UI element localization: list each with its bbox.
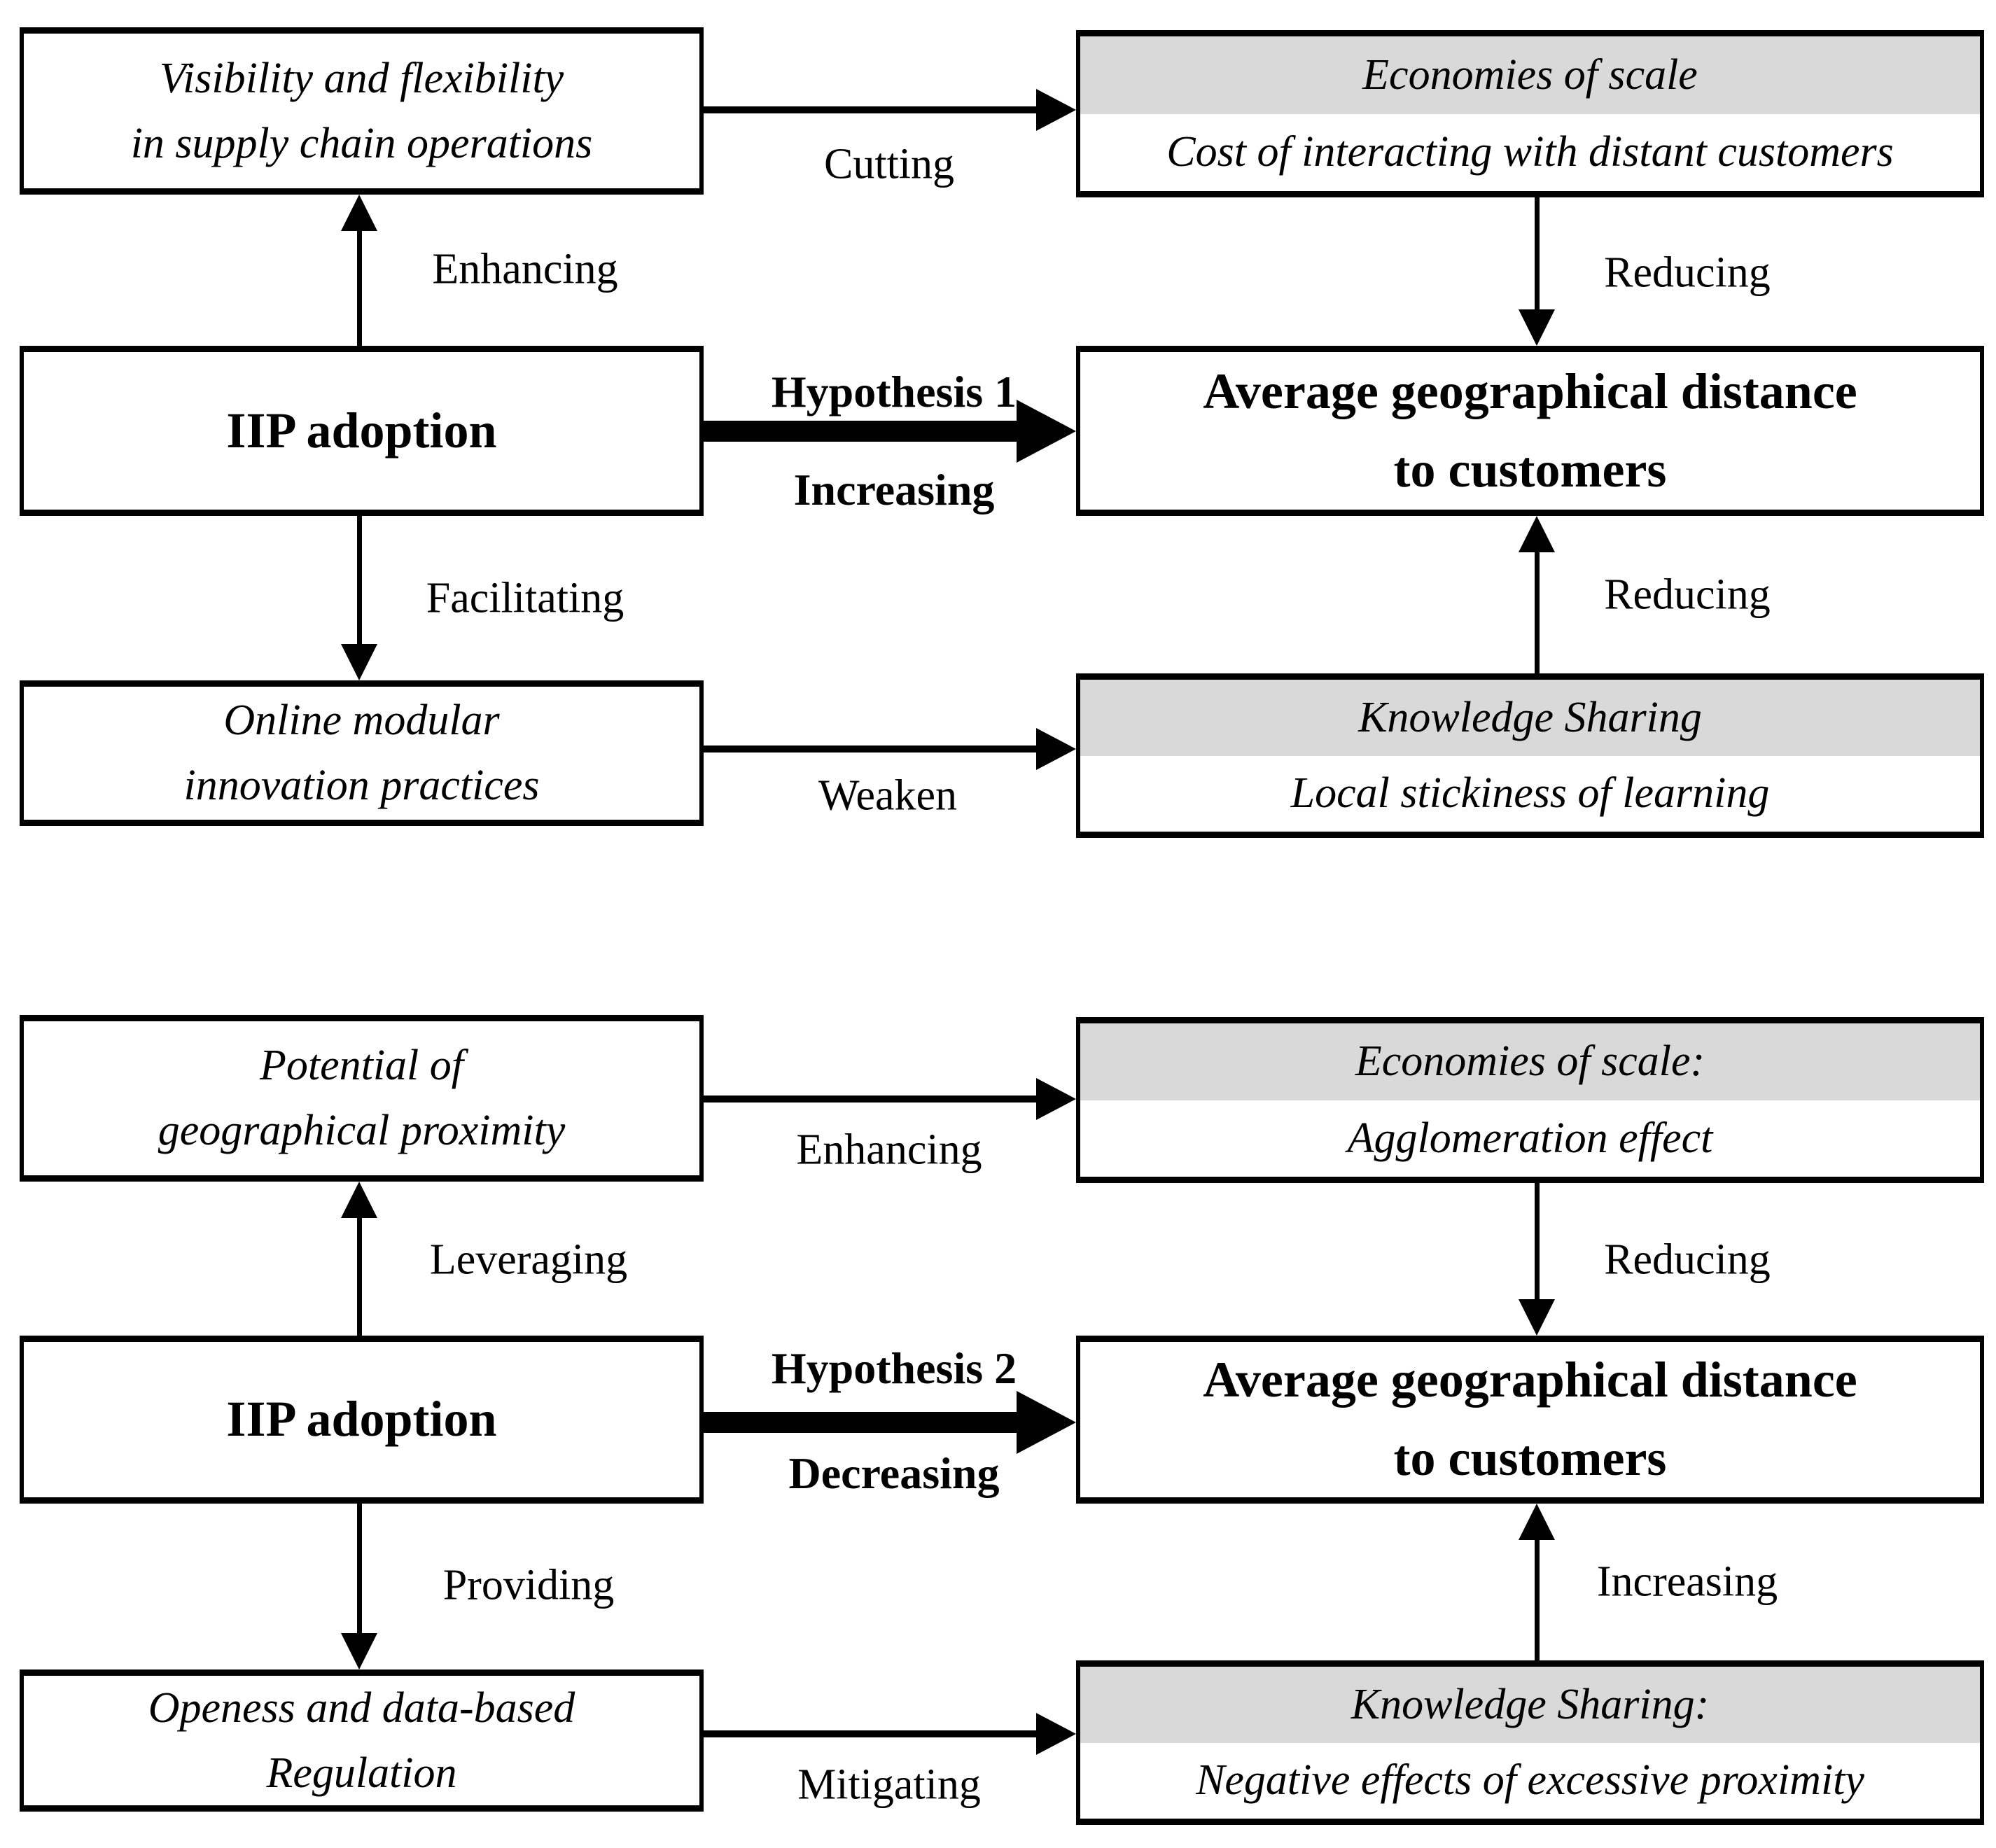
avg-distance-line2-h2: to customers — [1393, 1430, 1667, 1486]
avg-distance-line1-h1: Average geographical distance — [1203, 363, 1857, 419]
knowledge-header-text-h2: Knowledge Sharing: — [1351, 1680, 1710, 1728]
reducing-h2-arrow-head — [1519, 1299, 1555, 1336]
economies-body-text-h1: Cost of interacting with distant custome… — [1166, 128, 1894, 176]
economies-of-scale-box-h1: Economies of scale Cost of interacting w… — [1076, 30, 1984, 197]
potential-proximity-box: Potential of geographical proximity — [20, 1015, 704, 1182]
knowledge-body-h1: Local stickiness of learning — [1080, 755, 1980, 832]
enhancing-arrow-shaft — [357, 231, 362, 346]
enhancing-h2-arrow-head — [1036, 1078, 1076, 1120]
avg-distance-line2-h1: to customers — [1393, 441, 1667, 498]
reducing-top-label: Reducing — [1604, 248, 1771, 297]
online-modular-line2: innovation practices — [183, 762, 540, 809]
providing-label: Providing — [442, 1561, 615, 1609]
enhancing-arrow-head — [341, 195, 377, 231]
increasing-label-h1: Increasing — [793, 465, 995, 514]
online-modular-line1: Online modular — [223, 696, 500, 744]
knowledge-body-h2: Negative effects of excessive proximity — [1080, 1742, 1980, 1819]
decreasing-label: Decreasing — [788, 1448, 1000, 1498]
reducing-h2-arrow-shaft — [1535, 1183, 1540, 1299]
hypothesis1-arrow-head — [1017, 400, 1076, 463]
weaken-arrow-shaft — [704, 746, 1036, 752]
economies-header-text-h1: Economies of scale — [1362, 50, 1698, 99]
mitigating-arrow-shaft — [704, 1730, 1036, 1737]
reducing-label-h2: Reducing — [1604, 1236, 1771, 1284]
economies-header-h1: Economies of scale — [1080, 36, 1980, 114]
potential-line1: Potential of — [259, 1042, 464, 1089]
openness-line2: Regulation — [266, 1749, 457, 1797]
increasing-h2-arrow-shaft — [1535, 1540, 1540, 1660]
knowledge-header-h1: Knowledge Sharing — [1080, 680, 1980, 756]
iip-adoption-label-h1: IIP adoption — [226, 402, 497, 458]
iip-adoption-label-h2: IIP adoption — [226, 1391, 497, 1448]
hypothesis2-label: Hypothesis 2 — [771, 1343, 1017, 1393]
openness-regulation-box: Openess and data-based Regulation — [20, 1670, 704, 1812]
iip-adoption-box-h1: IIP adoption — [20, 346, 704, 516]
knowledge-sharing-box-h2: Knowledge Sharing: Negative effects of e… — [1076, 1660, 1984, 1825]
hypothesis1-arrow-shaft — [704, 421, 1017, 442]
enhancing-h2-arrow-shaft — [704, 1096, 1036, 1102]
facilitating-arrow-shaft — [357, 516, 362, 644]
cutting-arrow-shaft — [704, 106, 1036, 113]
increasing-label-h2: Increasing — [1596, 1558, 1778, 1606]
visibility-line1: Visibility and flexibility — [159, 54, 564, 102]
knowledge-header-text-h1: Knowledge Sharing — [1358, 693, 1702, 741]
enhancing-label-h2: Enhancing — [796, 1126, 982, 1174]
knowledge-body-text-h2: Negative effects of excessive proximity — [1196, 1756, 1864, 1805]
economies-body-h1: Cost of interacting with distant custome… — [1080, 113, 1980, 191]
facilitating-label: Facilitating — [426, 574, 624, 622]
hypothesis1-label: Hypothesis 1 — [771, 367, 1017, 416]
cutting-label: Cutting — [823, 140, 955, 188]
hypothesis2-arrow-head — [1017, 1391, 1076, 1454]
iip-adoption-box-h2: IIP adoption — [20, 1336, 704, 1504]
avg-distance-box-h2: Average geographical distance to custome… — [1076, 1336, 1984, 1504]
knowledge-header-h2: Knowledge Sharing: — [1080, 1667, 1980, 1743]
leveraging-label: Leveraging — [429, 1236, 628, 1284]
knowledge-sharing-box-h1: Knowledge Sharing Local stickiness of le… — [1076, 673, 1984, 838]
avg-distance-box-h1: Average geographical distance to custome… — [1076, 346, 1984, 516]
knowledge-body-text-h1: Local stickiness of learning — [1290, 769, 1770, 818]
reducing-top-arrow-head — [1519, 309, 1555, 346]
avg-distance-line1-h2: Average geographical distance — [1203, 1352, 1857, 1408]
leveraging-arrow-shaft — [357, 1218, 362, 1336]
reducing-bottom-arrow-head — [1519, 516, 1555, 552]
economies-body-h2: Agglomeration effect — [1080, 1100, 1980, 1177]
visibility-line2: in supply chain operations — [130, 119, 593, 167]
cutting-arrow-head — [1036, 89, 1076, 131]
online-modular-box: Online modular innovation practices — [20, 680, 704, 826]
enhancing-label-h1: Enhancing — [432, 245, 618, 293]
economies-header-text-h2: Economies of scale: — [1355, 1037, 1705, 1086]
potential-line2: geographical proximity — [158, 1107, 566, 1154]
facilitating-arrow-head — [341, 644, 377, 680]
providing-arrow-head — [341, 1633, 377, 1670]
hypothesis2-arrow-shaft — [704, 1412, 1017, 1433]
economies-of-scale-box-h2: Economies of scale: Agglomeration effect — [1076, 1017, 1984, 1183]
openness-line1: Openess and data-based — [148, 1684, 575, 1732]
mitigating-arrow-head — [1036, 1713, 1076, 1755]
reducing-top-arrow-shaft — [1535, 197, 1540, 309]
leveraging-arrow-head — [341, 1182, 377, 1218]
providing-arrow-shaft — [357, 1504, 362, 1633]
visibility-flexibility-box: Visibility and flexibility in supply cha… — [20, 27, 704, 195]
economies-body-text-h2: Agglomeration effect — [1347, 1114, 1713, 1162]
weaken-arrow-head — [1036, 728, 1076, 770]
economies-header-h2: Economies of scale: — [1080, 1023, 1980, 1100]
reducing-bottom-label: Reducing — [1604, 570, 1771, 619]
increasing-h2-arrow-head — [1519, 1504, 1555, 1540]
reducing-bottom-arrow-shaft — [1535, 552, 1540, 673]
mitigating-label: Mitigating — [797, 1760, 981, 1809]
weaken-label: Weaken — [818, 771, 958, 820]
